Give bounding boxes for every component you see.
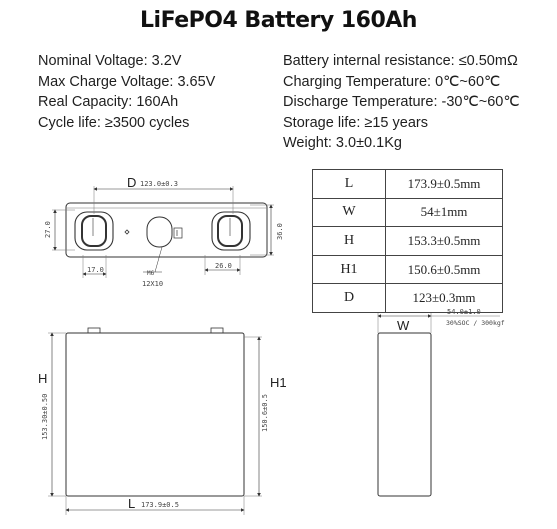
spec-storage-life: Storage life: ≥15 years: [283, 114, 428, 131]
h1-value: 150.6±0.5: [261, 394, 269, 432]
side-view-outline: [377, 332, 432, 497]
table-key-l: L: [312, 169, 386, 199]
top-view-labels: D 123.0±0.3 27.0 36.0 17.0 26.0 M6 12X10: [44, 175, 284, 288]
spec-charging-temperature: Charging Temperature: 0℃~60℃: [283, 73, 501, 90]
table-value-l: 173.9±0.5mm: [385, 169, 503, 199]
table-row: D 123±0.3mm: [312, 283, 503, 313]
thread-label: M6: [147, 270, 155, 277]
top-view-terminal-right-icon: [211, 211, 251, 251]
d-value: 123.0±0.3: [140, 180, 178, 188]
h-letter: H: [38, 371, 47, 386]
l-value: 173.9±0.5: [141, 501, 179, 509]
table-row: W 54±1mm: [312, 197, 503, 228]
table-row: L 173.9±0.5mm: [312, 169, 503, 199]
spec-real-capacity: Real Capacity: 160Ah: [38, 94, 179, 110]
spec-list-left: Nominal Voltage: 3.2V Max Charge Voltage…: [38, 51, 215, 133]
table-value-h1: 150.6±0.5mm: [385, 254, 503, 285]
terminal-width-value: 17.0: [87, 266, 104, 274]
bolt-label: 12X10: [142, 280, 163, 288]
top-view: [52, 186, 274, 278]
terminal-spacing-value: 26.0: [215, 262, 232, 270]
spec-internal-resistance: Battery internal resistance: ≤0.50mΩ: [283, 53, 518, 69]
top-view-vent-icon: [146, 216, 173, 248]
spec-list-right: Battery internal resistance: ≤0.50mΩ Cha…: [283, 51, 520, 154]
table-key-d: D: [312, 283, 386, 313]
table-key-h: H: [312, 226, 386, 256]
l-letter: L: [128, 496, 135, 511]
table-key-w: W: [312, 197, 386, 228]
table-value-d: 123±0.3mm: [385, 283, 503, 313]
side-view-note: 30%SOC / 300kgf: [446, 319, 505, 327]
spec-weight: Weight: 3.0±0.1Kg: [283, 135, 402, 151]
w-letter: W: [397, 318, 410, 333]
table-value-w: 54±1mm: [385, 197, 503, 228]
front-view-outline: [65, 332, 245, 497]
table-value-h: 153.3±0.5mm: [385, 226, 503, 256]
table-row: H1 150.6±0.5mm: [312, 254, 503, 285]
spec-cycle-life: Cycle life: ≥3500 cycles: [38, 114, 190, 131]
right-height-value: 36.0: [276, 223, 284, 240]
front-view-terminal-left-icon: [87, 327, 101, 334]
table-key-h1: H1: [312, 254, 386, 285]
page-title: LiFePO4 Battery 160Ah: [140, 8, 417, 33]
h-value: 153.30±0.50: [41, 394, 49, 440]
side-view: [377, 312, 500, 497]
d-letter: D: [127, 175, 136, 190]
front-view: [48, 327, 262, 515]
top-view-terminal-left-icon: [74, 211, 114, 251]
spec-discharge-temperature: Discharge Temperature: -30℃~60℃: [283, 94, 520, 110]
h1-letter: H1: [270, 375, 287, 390]
spec-nominal-voltage: Nominal Voltage: 3.2V: [38, 53, 182, 69]
dimension-table: L 173.9±0.5mm W 54±1mm H 153.3±0.5mm H1 …: [312, 169, 503, 313]
top-view-outline: [65, 202, 268, 258]
left-height-value: 27.0: [44, 221, 52, 238]
front-view-labels: H 153.30±0.50 H1 150.6±0.5 L 173.9±0.5: [38, 371, 287, 511]
table-row: H 153.3±0.5mm: [312, 226, 503, 256]
spec-max-charge-voltage: Max Charge Voltage: 3.65V: [38, 73, 216, 90]
front-view-terminal-right-icon: [210, 327, 224, 334]
